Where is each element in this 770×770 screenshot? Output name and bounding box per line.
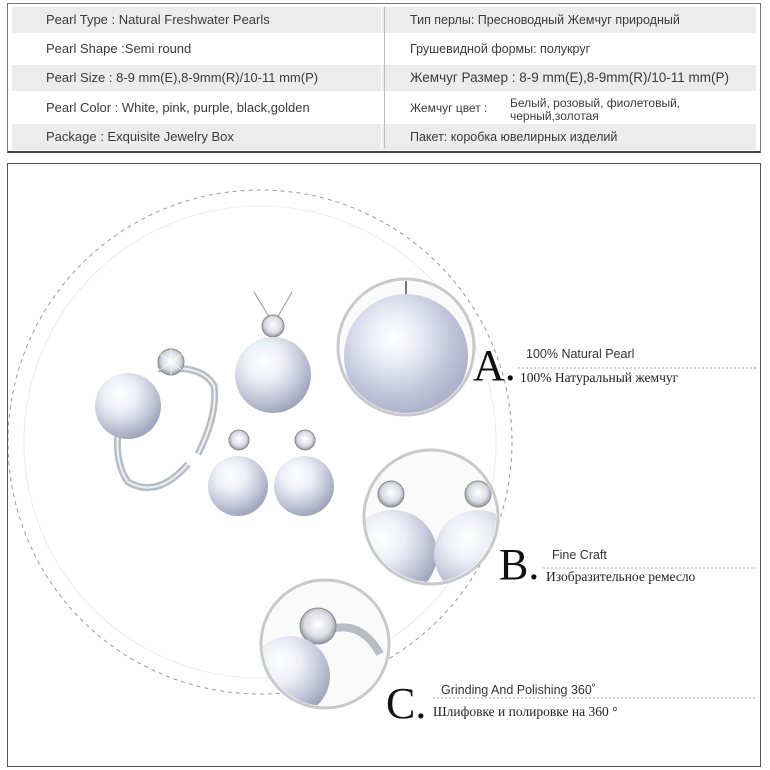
pendant-product [235, 291, 311, 413]
spec-color-ru-line1: Белый, розовый, фиолетовый, [510, 96, 681, 110]
spec-package-ru: Пакет: коробка ювелирных изделий [410, 130, 618, 144]
feature-a-subtitle: 100% Натуральный жемчуг [520, 370, 679, 385]
spec-color-en: Pearl Color : White, pink, purple, black… [46, 100, 310, 115]
table-divider [381, 7, 382, 148]
spec-shape-en: Pearl Shape :Semi round [46, 41, 192, 56]
background-inner-circle [23, 205, 497, 679]
product-feature-panel: A. 100% Natural Pearl 100% Натуральный ж… [7, 163, 761, 767]
feature-c-letter: C. [386, 679, 427, 728]
feature-c-subtitle: Шлифовке и полировке на 360 ° [433, 704, 618, 719]
ring-product [95, 348, 219, 492]
feature-b-title: Fine Craft [552, 548, 607, 562]
feature-c-title: Grinding And Polishing 360˚ [441, 683, 596, 697]
spec-row-shape: Pearl Shape :Semi round Грушевидной форм… [12, 36, 756, 62]
spec-color-ru-label: Жемчуг цвет : [410, 101, 488, 115]
detail-circle-ring [259, 578, 391, 710]
earrings-product [208, 429, 334, 516]
spec-row-color: Pearl Color : White, pink, purple, black… [12, 95, 756, 123]
feature-b-subtitle: Изобразительное ремесло [546, 569, 696, 584]
detail-circle-earrings [362, 448, 500, 586]
background-dashed-circle [8, 189, 513, 695]
spec-shape-ru: Грушевидной формы: полукруг [410, 42, 591, 56]
spec-size-ru: Жемчуг Размер : 8-9 mm(E),8-9mm(R)/10-11… [410, 70, 729, 85]
feature-a-title: 100% Natural Pearl [526, 347, 635, 361]
product-illustration [8, 189, 756, 710]
detail-circle-pearl [336, 277, 476, 417]
spec-type-ru: Тип перлы: Пресноводный Жемчуг природный [410, 13, 680, 27]
feature-b-letter: B. [499, 540, 540, 589]
spec-size-en: Pearl Size : 8-9 mm(E),8-9mm(R)/10-11 mm… [46, 70, 319, 85]
specification-table: Pearl Type : Natural Freshwater Pearls Т… [7, 3, 761, 153]
feature-a-letter: A. [473, 341, 516, 390]
spec-package-en: Package : Exquisite Jewelry Box [46, 129, 234, 144]
spec-type-en: Pearl Type : Natural Freshwater Pearls [46, 12, 270, 27]
spec-color-ru-line2: черный,золотая [510, 109, 599, 123]
table-divider-line [384, 7, 385, 148]
